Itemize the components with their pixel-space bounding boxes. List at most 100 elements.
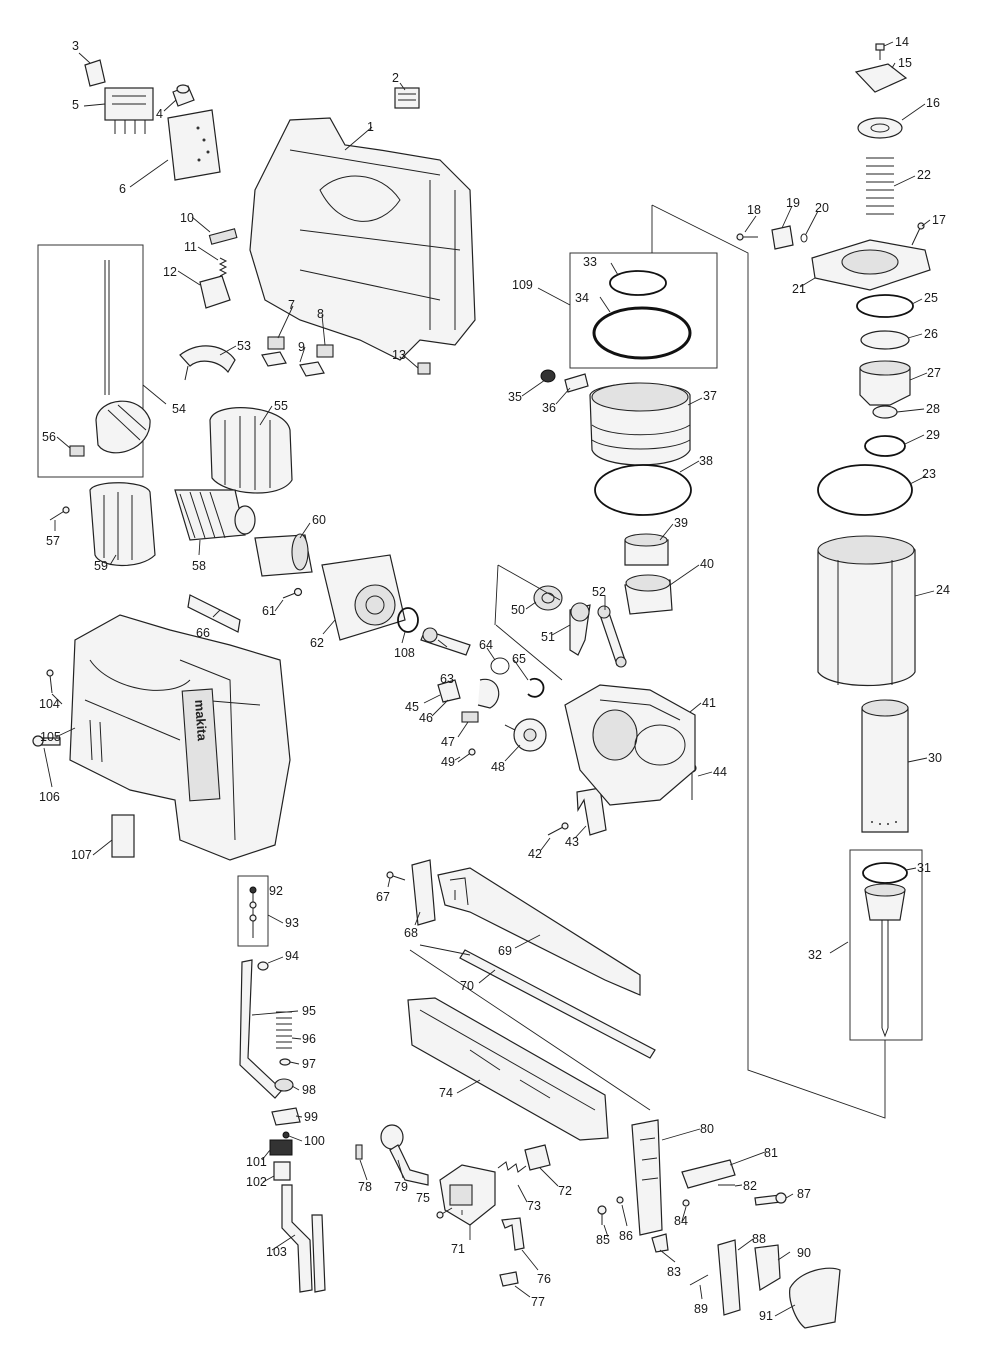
label-76: 76 — [537, 1272, 551, 1286]
label-68: 68 — [404, 926, 418, 940]
label-52: 52 — [592, 585, 606, 599]
label-87: 87 — [797, 1187, 811, 1201]
label-15: 15 — [898, 56, 912, 70]
label-25: 25 — [924, 291, 938, 305]
label-77: 77 — [531, 1295, 545, 1309]
magazine-assembly — [355, 859, 841, 1329]
label-36: 36 — [542, 401, 556, 415]
nailer-body: makita — [32, 614, 291, 861]
contact-arm-linkage — [237, 875, 326, 1293]
label-105: 105 — [40, 730, 61, 744]
label-23: 23 — [922, 467, 936, 481]
label-55: 55 — [274, 399, 288, 413]
label-11: 11 — [184, 240, 197, 254]
label-74: 74 — [439, 1086, 453, 1100]
label-33: 33 — [583, 255, 597, 269]
label-8: 8 — [317, 307, 324, 321]
label-63: 63 — [440, 672, 454, 686]
label-50: 50 — [511, 603, 525, 617]
label-104: 104 — [39, 697, 60, 711]
label-94: 94 — [285, 949, 299, 963]
label-106: 106 — [39, 790, 60, 804]
label-101: 101 — [246, 1155, 267, 1169]
label-18: 18 — [747, 203, 761, 217]
label-31: 31 — [917, 861, 931, 875]
label-72: 72 — [558, 1184, 572, 1198]
label-35: 35 — [508, 390, 522, 404]
label-32: 32 — [808, 948, 822, 962]
label-62: 62 — [310, 636, 324, 650]
label-89: 89 — [694, 1302, 708, 1316]
label-75: 75 — [416, 1191, 430, 1205]
label-61: 61 — [262, 604, 276, 618]
label-96: 96 — [302, 1032, 316, 1046]
label-30: 30 — [928, 751, 942, 765]
linkage-parts — [420, 585, 697, 836]
brand-mark: makita — [192, 699, 210, 742]
label-6: 6 — [119, 182, 126, 196]
label-27: 27 — [927, 366, 941, 380]
label-24: 24 — [936, 583, 950, 597]
label-41: 41 — [702, 696, 716, 710]
label-109: 109 — [512, 278, 533, 292]
label-42: 42 — [528, 847, 542, 861]
housing-assembly — [84, 59, 476, 381]
label-88: 88 — [752, 1232, 766, 1246]
label-59: 59 — [94, 559, 108, 573]
label-37: 37 — [703, 389, 717, 403]
label-79: 79 — [394, 1180, 408, 1194]
label-86: 86 — [619, 1229, 633, 1243]
label-99: 99 — [304, 1110, 318, 1124]
label-65: 65 — [512, 652, 526, 666]
label-108: 108 — [394, 646, 415, 660]
label-90: 90 — [797, 1246, 811, 1260]
label-93: 93 — [285, 916, 299, 930]
label-56: 56 — [42, 430, 56, 444]
label-26: 26 — [924, 327, 938, 341]
label-69: 69 — [498, 944, 512, 958]
label-64: 64 — [479, 638, 493, 652]
label-102: 102 — [246, 1175, 267, 1189]
label-85: 85 — [596, 1233, 610, 1247]
label-92: 92 — [269, 884, 283, 898]
label-38: 38 — [699, 454, 713, 468]
label-97: 97 — [302, 1057, 316, 1071]
label-45: 45 — [405, 700, 419, 714]
label-19: 19 — [786, 196, 800, 210]
label-16: 16 — [926, 96, 940, 110]
label-10: 10 — [180, 211, 194, 225]
label-44: 44 — [713, 765, 727, 779]
label-95: 95 — [302, 1004, 316, 1018]
cylinder-assembly — [494, 252, 718, 806]
label-28: 28 — [926, 402, 940, 416]
label-46: 46 — [419, 711, 433, 725]
label-29: 29 — [926, 428, 940, 442]
label-22: 22 — [917, 168, 931, 182]
label-70: 70 — [460, 979, 474, 993]
label-49: 49 — [441, 755, 455, 769]
label-83: 83 — [667, 1265, 681, 1279]
label-80: 80 — [700, 1122, 714, 1136]
label-40: 40 — [700, 557, 714, 571]
label-103: 103 — [266, 1245, 287, 1259]
label-7: 7 — [288, 298, 295, 312]
label-54: 54 — [172, 402, 186, 416]
label-67: 67 — [376, 890, 390, 904]
cylinder-cap-assembly — [651, 43, 931, 1119]
leader-lines — [43, 41, 935, 1317]
label-4: 4 — [156, 107, 163, 121]
label-98: 98 — [302, 1083, 316, 1097]
label-5: 5 — [72, 98, 79, 112]
label-17: 17 — [932, 213, 946, 227]
label-48: 48 — [491, 760, 505, 774]
label-91: 91 — [759, 1309, 773, 1323]
label-39: 39 — [674, 516, 688, 530]
label-66: 66 — [196, 626, 210, 640]
motor-assembly — [49, 407, 419, 641]
label-73: 73 — [527, 1199, 541, 1213]
label-20: 20 — [815, 201, 829, 215]
label-34: 34 — [575, 291, 589, 305]
label-21: 21 — [792, 282, 806, 296]
